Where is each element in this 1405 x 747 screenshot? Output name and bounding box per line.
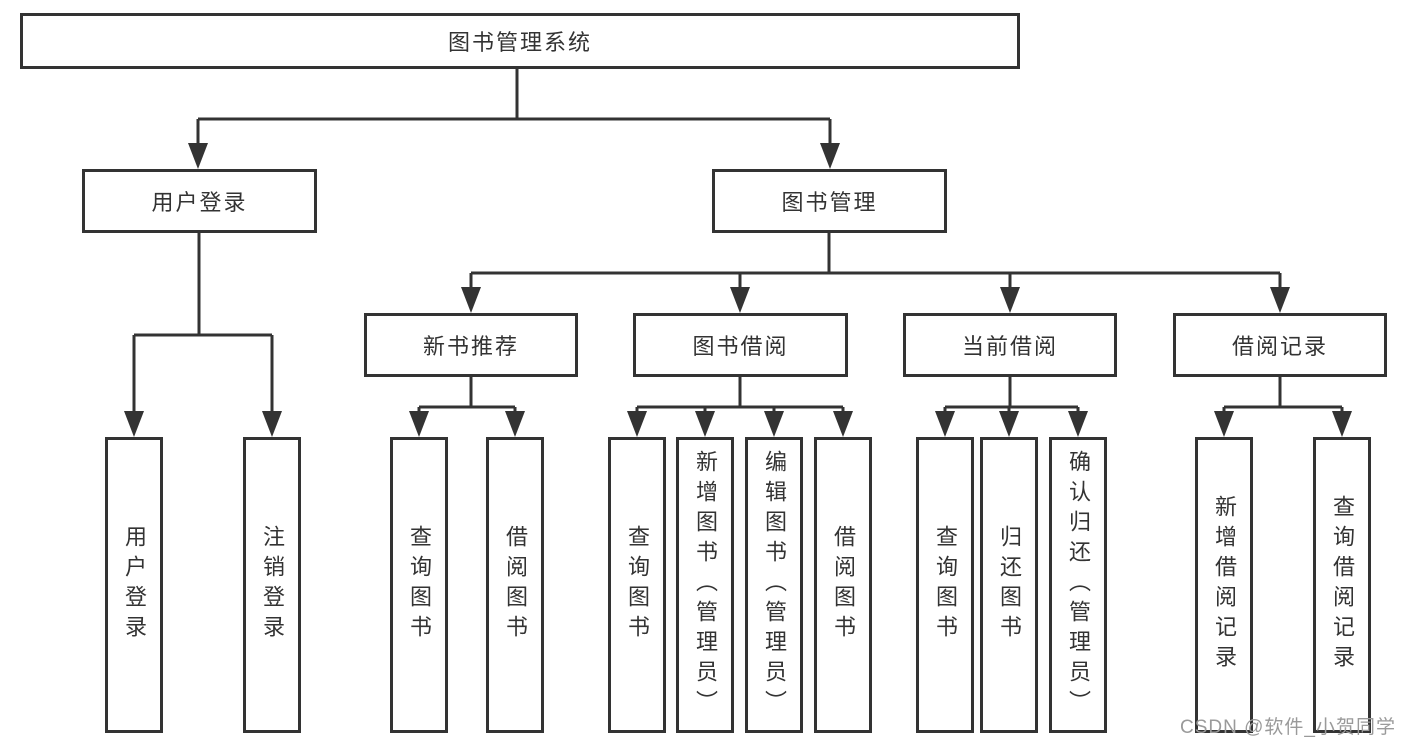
leaf-return-books-label: 归还图书 [997, 525, 1022, 645]
csdn-watermark: CSDN @软件_小贺同学 [1180, 717, 1396, 738]
leaf-borrow-books-recommend: 借阅图书 [486, 437, 544, 733]
node-borrowing-records: 借阅记录 [1173, 313, 1387, 377]
leaf-user-login: 用户登录 [105, 437, 163, 733]
leaf-confirm-return-admin: 确认归还（管理员） [1049, 437, 1107, 733]
leaf-add-borrow-record: 新增借阅记录 [1195, 437, 1253, 733]
leaf-query-books-current-label: 查询图书 [933, 525, 958, 645]
node-current-borrowing: 当前借阅 [903, 313, 1117, 377]
leaf-query-books-borrowing: 查询图书 [608, 437, 666, 733]
leaf-logout: 注销登录 [243, 437, 301, 733]
leaf-add-book-admin-label: 新增图书（管理员） [693, 450, 718, 720]
leaf-query-books-current: 查询图书 [916, 437, 974, 733]
node-user-login: 用户登录 [82, 169, 317, 233]
node-book-borrowing: 图书借阅 [633, 313, 848, 377]
leaf-borrow-books-borrowing: 借阅图书 [814, 437, 872, 733]
leaf-add-book-admin: 新增图书（管理员） [676, 437, 734, 733]
leaf-user-login-label: 用户登录 [122, 525, 147, 645]
node-user-login-label: 用户登录 [151, 190, 248, 215]
node-current-borrowing-label: 当前借阅 [961, 334, 1058, 359]
leaf-add-borrow-record-label: 新增借阅记录 [1212, 495, 1237, 675]
node-book-management: 图书管理 [712, 169, 947, 233]
leaf-query-books-recommend-label: 查询图书 [407, 525, 432, 645]
leaf-edit-book-admin-label: 编辑图书（管理员） [762, 450, 787, 720]
node-new-book-recommend: 新书推荐 [364, 313, 578, 377]
leaf-borrow-books-borrowing-label: 借阅图书 [831, 525, 856, 645]
leaf-query-borrow-record-label: 查询借阅记录 [1330, 495, 1355, 675]
leaf-edit-book-admin: 编辑图书（管理员） [745, 437, 803, 733]
leaf-query-books-borrowing-label: 查询图书 [625, 525, 650, 645]
leaf-borrow-books-recommend-label: 借阅图书 [503, 525, 528, 645]
leaf-query-borrow-record: 查询借阅记录 [1313, 437, 1371, 733]
leaf-confirm-return-admin-label: 确认归还（管理员） [1066, 450, 1091, 720]
leaf-return-books: 归还图书 [980, 437, 1038, 733]
node-library-management-system: 图书管理系统 [20, 13, 1020, 69]
leaf-logout-label: 注销登录 [260, 525, 285, 645]
node-library-management-system-label: 图书管理系统 [447, 30, 592, 55]
node-book-borrowing-label: 图书借阅 [692, 334, 789, 359]
node-borrowing-records-label: 借阅记录 [1231, 334, 1328, 359]
node-book-management-label: 图书管理 [781, 190, 878, 215]
leaf-query-books-recommend: 查询图书 [390, 437, 448, 733]
node-new-book-recommend-label: 新书推荐 [422, 334, 519, 359]
